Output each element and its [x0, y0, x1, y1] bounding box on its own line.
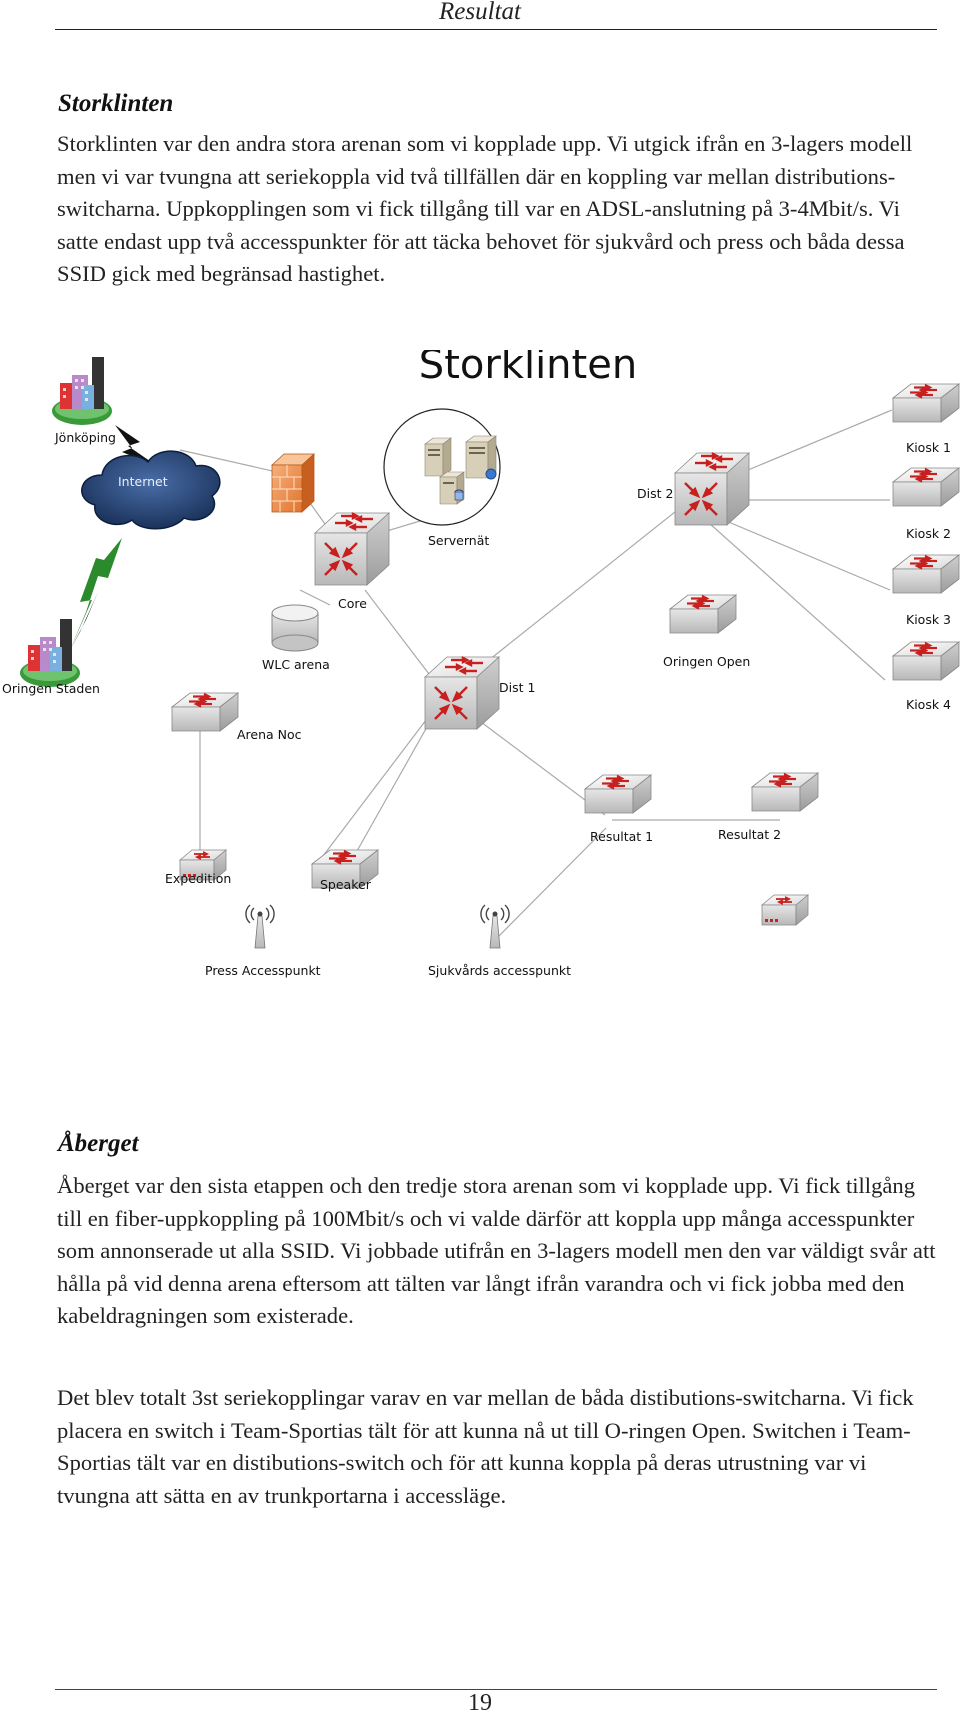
- label-speaker: Speaker: [320, 877, 372, 892]
- label-expedition: Expedition: [165, 871, 231, 886]
- label-sjukvard-ap: Sjukvårds accesspunkt: [428, 963, 571, 978]
- switch-icon: [170, 691, 240, 733]
- switch-icon: [761, 894, 809, 926]
- switch-icon: [891, 382, 960, 424]
- switch-icon: [583, 773, 653, 815]
- server-icon: [424, 435, 497, 505]
- label-oringen-staden: Oringen Staden: [2, 681, 100, 696]
- firewall-icon: [270, 453, 316, 513]
- paragraph-storklinten: Storklinten var den andra stora arenan s…: [57, 131, 913, 287]
- label-kiosk3: Kiosk 3: [906, 612, 951, 627]
- label-kiosk2: Kiosk 2: [906, 526, 951, 541]
- label-jonkoping: Jönköping: [54, 430, 116, 445]
- cloud-icon: [81, 450, 221, 530]
- diagram-title: Storklinten: [419, 350, 637, 388]
- label-arena-noc: Arena Noc: [237, 727, 302, 742]
- router-icon: [423, 655, 501, 731]
- router-icon: [673, 451, 751, 527]
- section-heading-storklinten: Storklinten: [58, 90, 174, 117]
- label-press-ap: Press Accesspunkt: [205, 963, 321, 978]
- label-dist2: Dist 2: [637, 486, 673, 501]
- wireless-ap-icon: [245, 904, 275, 949]
- label-kiosk1: Kiosk 1: [906, 440, 951, 455]
- wireless-ap-icon: [480, 904, 510, 949]
- footer-rule: [55, 1689, 937, 1690]
- network-diagram: Storklinten Jönköping Internet Oringen S…: [2, 350, 960, 978]
- label-oringen-open: Oringen Open: [663, 654, 750, 669]
- page-number: 19: [468, 1690, 492, 1716]
- paragraph-aberget-1: Åberget var den sista etappen och den tr…: [57, 1173, 936, 1329]
- switch-icon: [891, 553, 960, 595]
- router-icon: [313, 511, 391, 587]
- paragraph-aberget-2: Det blev totalt 3st seriekopplingar vara…: [57, 1385, 914, 1508]
- label-resultat1: Resultat 1: [590, 829, 653, 844]
- running-header: Resultat: [439, 0, 521, 25]
- switch-icon: [750, 771, 820, 813]
- label-wlc-arena: WLC arena: [262, 657, 330, 672]
- section-heading-aberget: Åberget: [58, 1130, 139, 1157]
- header-rule: [55, 29, 937, 30]
- label-internet: Internet: [118, 474, 168, 489]
- database-icon: [271, 604, 319, 652]
- building-icon: [52, 357, 112, 425]
- switch-icon: [891, 640, 960, 682]
- switch-icon: [668, 593, 738, 635]
- label-servernat: Servernät: [428, 533, 489, 548]
- label-kiosk4: Kiosk 4: [906, 697, 951, 712]
- lightning-icon: [70, 538, 122, 650]
- switch-icon: [891, 466, 960, 508]
- building-icon: [20, 619, 80, 687]
- lightning-icon: [115, 425, 160, 468]
- label-core: Core: [338, 596, 367, 611]
- label-resultat2: Resultat 2: [718, 827, 781, 842]
- label-dist1: Dist 1: [499, 680, 535, 695]
